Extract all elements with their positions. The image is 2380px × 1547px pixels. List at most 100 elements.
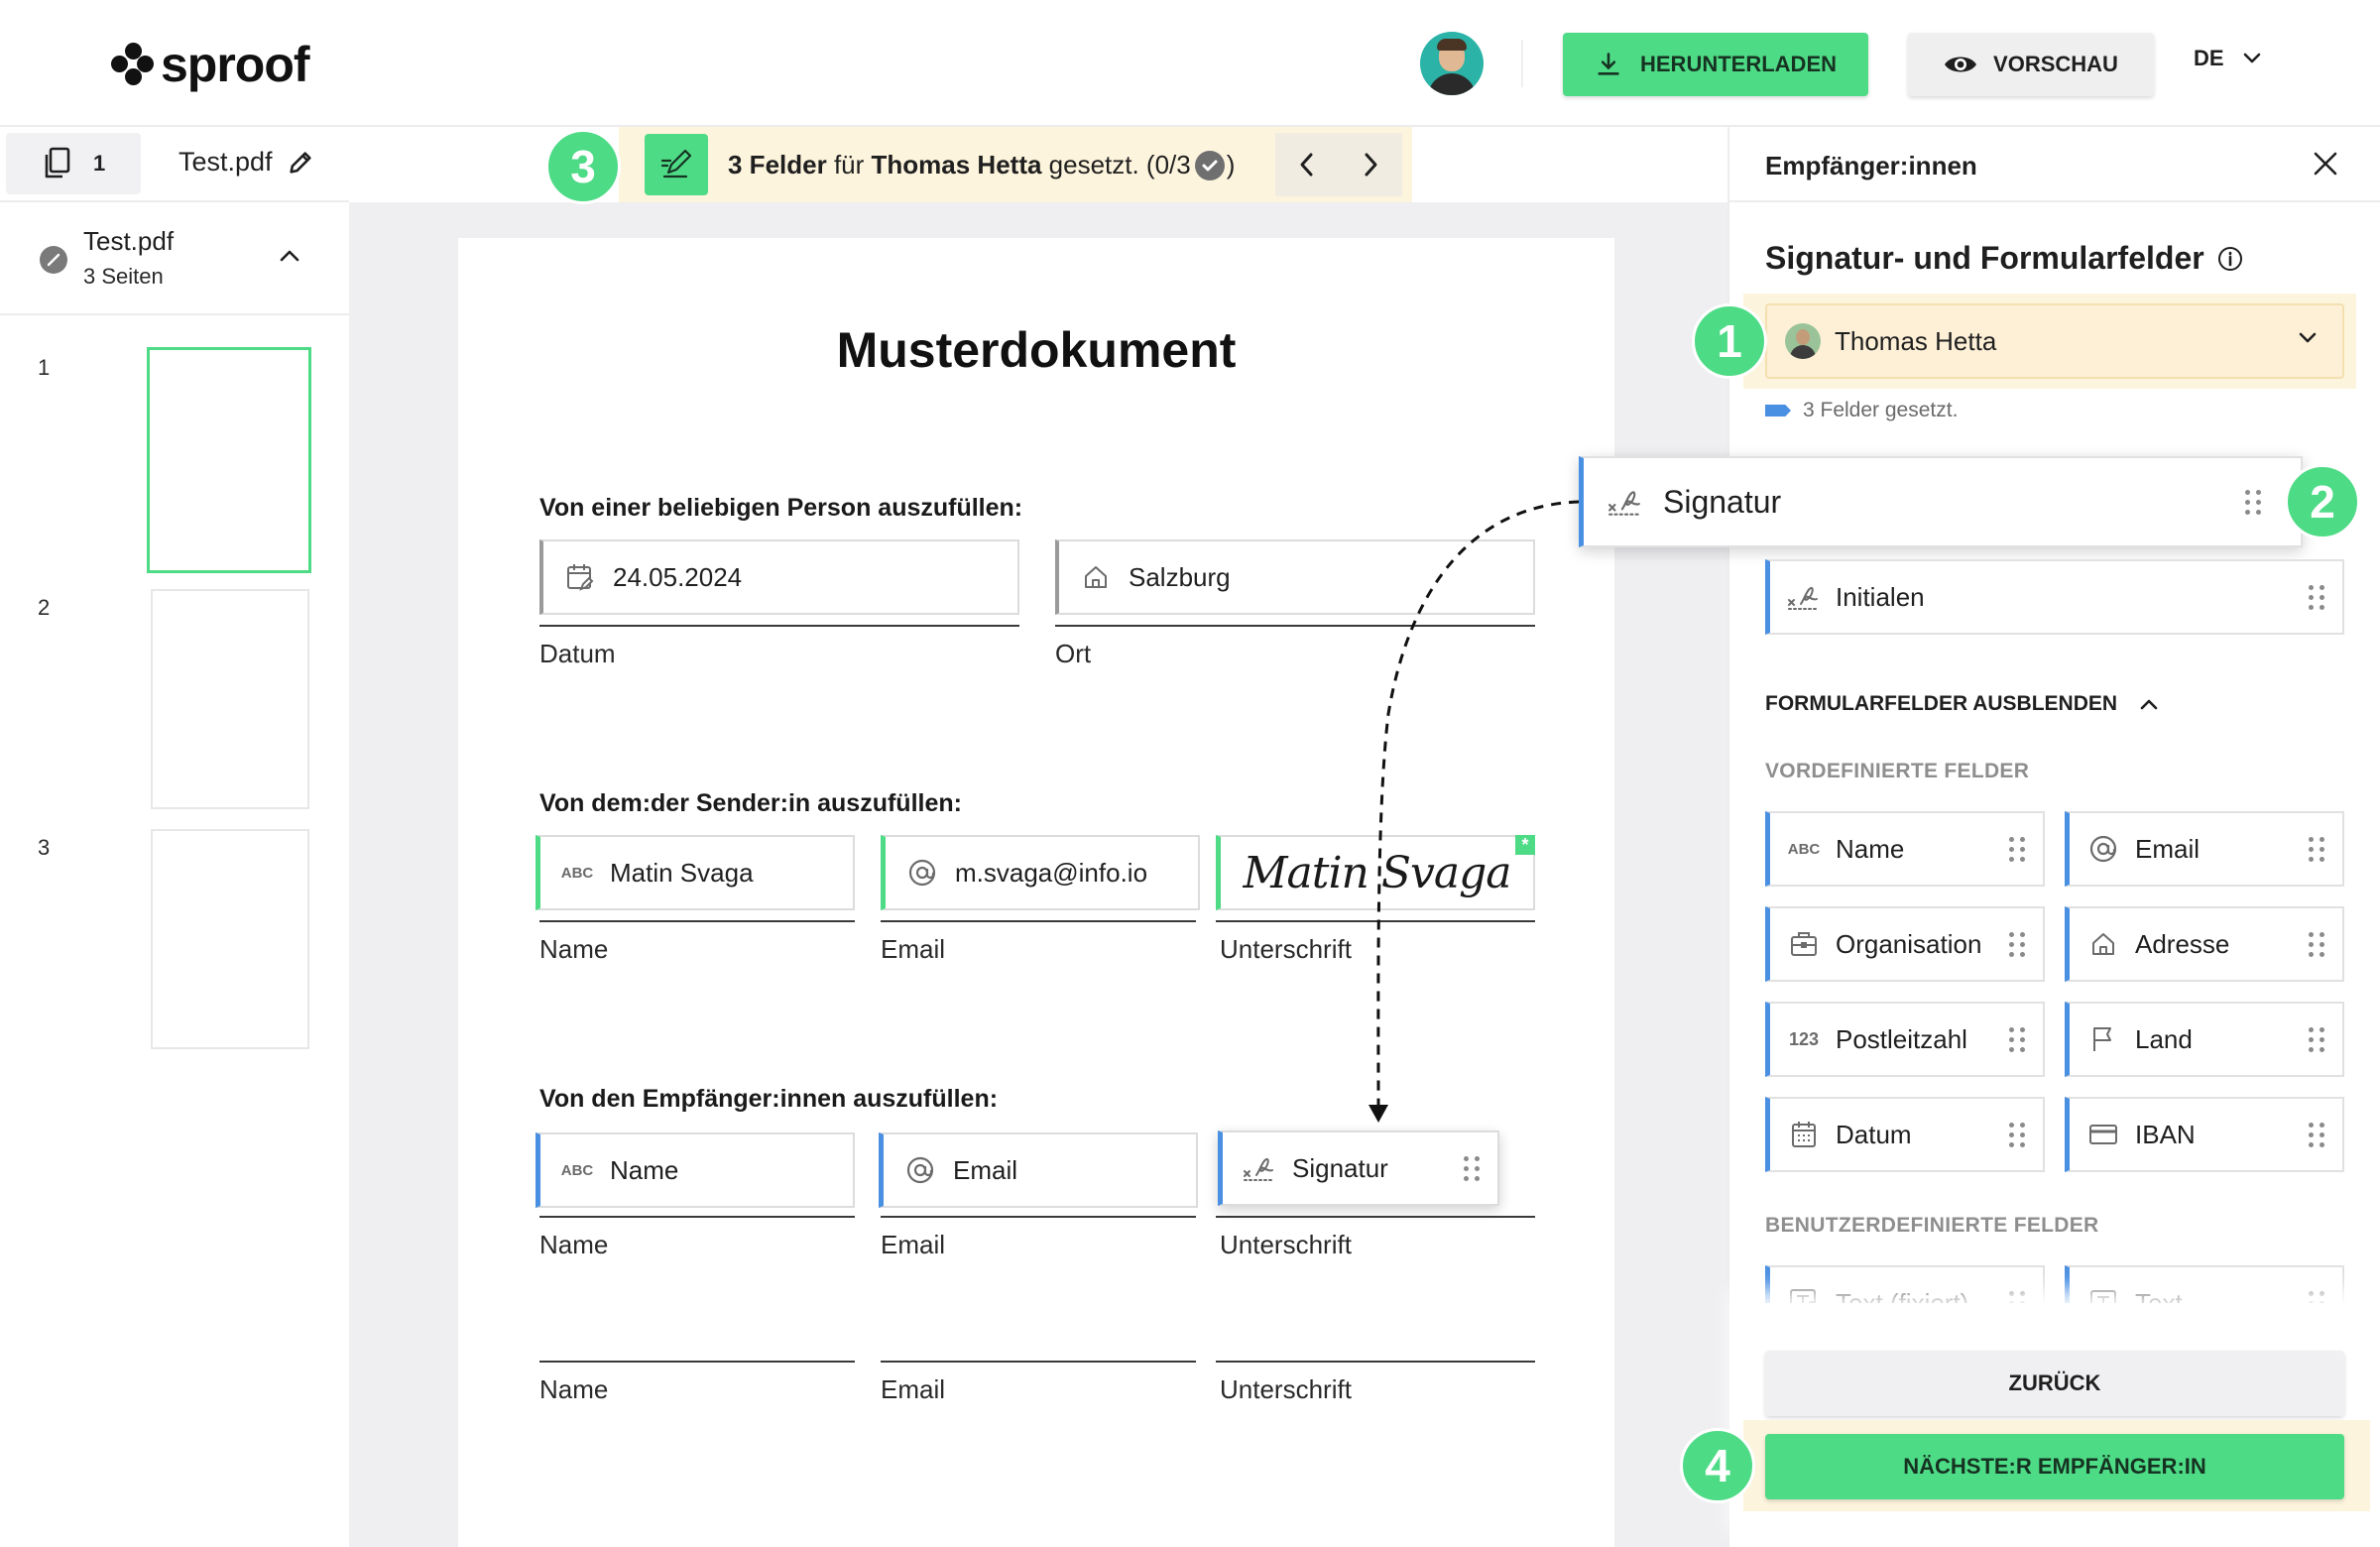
page-thumbnail-1[interactable] <box>147 347 311 573</box>
chevron-right-icon <box>1365 153 1377 177</box>
sender-signature-field[interactable]: Matin Svaga * <box>1216 835 1535 910</box>
drag-handle-icon[interactable] <box>1464 1155 1480 1181</box>
field-label: Ort <box>1055 639 1092 668</box>
page-thumbnail-3[interactable] <box>151 829 309 1049</box>
underline <box>539 1216 855 1218</box>
next-recipient-button[interactable]: NÄCHSTE:R EMPFÄNGER:IN <box>1765 1434 2344 1499</box>
pencil-icon[interactable] <box>287 149 314 177</box>
recipient-signature-field[interactable]: Signatur <box>1218 1130 1499 1206</box>
at-icon <box>903 858 941 888</box>
field-label: Unterschrift <box>1220 934 1352 964</box>
field-label: Unterschrift <box>1220 1230 1352 1259</box>
step-badge-2: 2 <box>2285 464 2360 539</box>
date-field[interactable]: 24.05.2024 <box>539 539 1019 615</box>
abc-icon: ABC <box>560 864 594 882</box>
predefined-country-card[interactable]: Land <box>2065 1002 2344 1077</box>
page-thumbnail-2[interactable] <box>151 589 309 809</box>
panel-title: Signatur- und Formularfelder <box>1765 240 2244 277</box>
download-button[interactable]: HERUNTERLADEN <box>1563 33 1868 96</box>
signature-field-card-dragging[interactable]: Signatur <box>1579 456 2303 547</box>
predefined-email-card[interactable]: Email <box>2065 811 2344 887</box>
drag-handle-icon[interactable] <box>2009 931 2025 957</box>
place-value: Salzburg <box>1129 561 1231 592</box>
predefined-iban-card[interactable]: IBAN <box>2065 1097 2344 1172</box>
document-title: Musterdokument <box>836 322 1237 378</box>
sproof-logo[interactable]: sproof <box>111 36 310 93</box>
card-label: IBAN <box>2135 1119 2196 1149</box>
drag-handle-icon[interactable] <box>2309 836 2324 862</box>
chevron-down-icon[interactable] <box>2297 331 2319 345</box>
section-heading: Von dem:der Sender:in auszufüllen: <box>539 789 962 817</box>
top-bar: sproof HERUNTERLADEN VORSCHAU DE <box>0 0 2380 127</box>
predefined-name-card[interactable]: ABC Name <box>1765 811 2045 887</box>
drag-handle-icon[interactable] <box>2009 1122 2025 1147</box>
sender-name-value: Matin Svaga <box>610 857 754 888</box>
back-label: ZURÜCK <box>2008 1370 2101 1395</box>
drag-handle-icon[interactable] <box>2009 836 2025 862</box>
drag-handle-icon[interactable] <box>2309 1122 2324 1147</box>
sender-email-field[interactable]: m.svaga@info.io <box>881 835 1200 910</box>
pages-toggle[interactable]: 1 <box>6 133 141 194</box>
step-badge-4: 4 <box>1680 1428 1755 1503</box>
flag-icon <box>2085 1025 2121 1053</box>
handwritten-signature: Matin Svaga <box>1243 847 1512 898</box>
predefined-organisation-card[interactable]: Organisation <box>1765 906 2045 982</box>
divider <box>0 200 349 202</box>
recipient-name: Thomas Hetta <box>1835 325 1997 356</box>
drag-handle-icon[interactable] <box>2245 489 2261 515</box>
drag-handle-icon[interactable] <box>2309 1026 2324 1052</box>
panel-title-text: Signatur- und Formularfelder <box>1765 240 2204 276</box>
pages-icon <box>45 147 70 178</box>
recipient-select[interactable]: Thomas Hetta <box>1765 303 2344 379</box>
predefined-postal-card[interactable]: 123 Postleitzahl <box>1765 1002 2045 1077</box>
predefined-date-card[interactable]: Datum <box>1765 1097 2045 1172</box>
document-page-count: 3 Seiten <box>83 264 164 289</box>
sign-fields-button[interactable] <box>645 134 708 195</box>
recipient-name-value: Name <box>610 1154 679 1185</box>
step-badge-1: 1 <box>1692 303 1767 379</box>
info-icon[interactable] <box>2216 245 2244 273</box>
check-circle-icon <box>1194 150 1225 180</box>
initials-card-label: Initialen <box>1836 581 1925 612</box>
preview-button[interactable]: VORSCHAU <box>1908 33 2154 96</box>
preview-label: VORSCHAU <box>1993 52 2118 76</box>
field-label: Name <box>539 1374 609 1404</box>
underline <box>1216 1216 1535 1218</box>
download-icon <box>1598 53 1619 75</box>
back-button[interactable]: ZURÜCK <box>1765 1351 2344 1416</box>
recipient-email-field[interactable]: Email <box>879 1132 1198 1208</box>
chevron-up-icon <box>2140 699 2158 710</box>
next-field-button[interactable] <box>1339 133 1402 196</box>
calendar-icon <box>1786 1120 1822 1149</box>
home-icon <box>2085 930 2121 958</box>
drag-handle-icon[interactable] <box>2309 931 2324 957</box>
step-badge-3: 3 <box>545 129 621 204</box>
card-label: Adresse <box>2135 928 2230 959</box>
close-icon[interactable] <box>2311 149 2340 178</box>
signature-pen-icon <box>660 149 692 178</box>
recipient-name-field[interactable]: ABC Name <box>536 1132 855 1208</box>
initials-field-card[interactable]: Initialen <box>1765 559 2344 635</box>
place-field[interactable]: Salzburg <box>1055 539 1535 615</box>
predefined-address-card[interactable]: Adresse <box>2065 906 2344 982</box>
underline <box>1055 625 1535 627</box>
card-label: Organisation <box>1836 928 1982 959</box>
language-select[interactable]: DE <box>2194 46 2262 71</box>
sender-name-field[interactable]: ABC Matin Svaga <box>536 835 855 910</box>
thumbnail-number: 2 <box>38 595 51 620</box>
document-filename[interactable]: Test.pdf <box>178 147 314 178</box>
toggle-form-fields[interactable]: FORMULARFELDER AUSBLENDEN <box>1765 692 2159 716</box>
previous-field-button[interactable] <box>1275 133 1339 196</box>
document-entry[interactable] <box>0 202 349 315</box>
calendar-edit-icon <box>561 562 599 592</box>
status-prefix: 3 Felder <box>728 150 827 179</box>
thumbnail-number: 1 <box>38 355 51 380</box>
drag-handle-icon[interactable] <box>2009 1026 2025 1052</box>
user-avatar[interactable] <box>1420 32 1484 95</box>
chevron-up-icon[interactable] <box>278 248 301 264</box>
card-label: Postleitzahl <box>1836 1023 1967 1054</box>
card-label: Land <box>2135 1023 2193 1054</box>
underline <box>881 1216 1196 1218</box>
drag-handle-icon[interactable] <box>2309 584 2324 610</box>
